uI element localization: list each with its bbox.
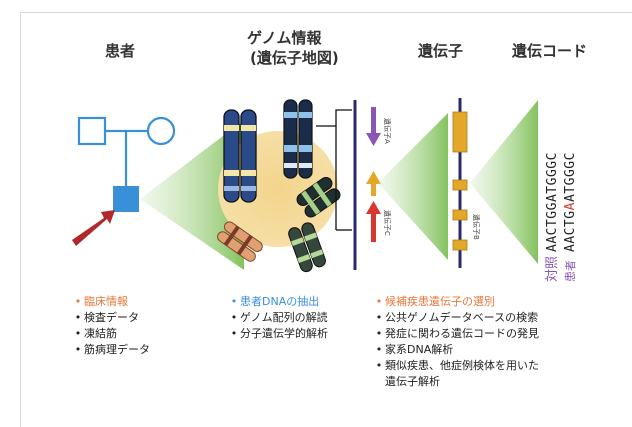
zoom-wedge-3 <box>470 100 538 264</box>
list-item: •筋病理データ <box>74 343 150 356</box>
gene-b-label: 遺伝子B <box>472 214 481 240</box>
exon-2 <box>452 179 468 191</box>
control-sequence: 対照 AACTGGATGGGC <box>545 152 560 282</box>
chromosome-2 <box>283 99 313 179</box>
zoom-wedge-1 <box>140 120 244 270</box>
chromosome-4 <box>217 221 263 262</box>
gene-structure <box>452 98 468 268</box>
mutation-base: A <box>563 202 578 210</box>
list-item: •発症に関わる遺伝コードの発見 <box>375 327 539 340</box>
svg-text:AACTGGATGGGC: AACTGGATGGGC <box>545 152 560 252</box>
list-item: •類似疾患、他症例検体を用いた <box>375 359 539 372</box>
pedigree-mother <box>146 116 176 146</box>
gene-a-arrow-icon <box>366 107 381 146</box>
patient-seq-before: AACTG <box>563 210 578 252</box>
gene-c-arrow-icon <box>366 201 381 242</box>
gene-a-label: 遺伝子A <box>383 118 392 144</box>
chromosome-3 <box>296 176 341 218</box>
pedigree-patient-filled <box>113 186 139 212</box>
header-code: 遺伝コード <box>512 42 588 60</box>
header-gene: 遺伝子 <box>418 42 464 60</box>
list-item-cont: 遺伝子解析 <box>385 375 440 388</box>
list-item: •患者DNAの抽出 <box>230 295 320 308</box>
exon-1 <box>452 111 468 153</box>
exon-3 <box>452 209 468 221</box>
list-item: •候補疾患遺伝子の選別 <box>375 295 495 308</box>
svg-text:AACTGAATGGGC: AACTGAATGGGC <box>563 152 578 252</box>
exon-4 <box>452 239 468 251</box>
svg-text:患者: 患者 <box>564 260 577 282</box>
list-item: •分子遺伝学的解析 <box>230 327 328 340</box>
patient-sequence: 患者 AACTGAATGGGC <box>563 152 578 282</box>
pedigree-father <box>77 116 107 146</box>
list-item: •凍結筋 <box>74 327 117 340</box>
pedigree-chart <box>77 116 176 212</box>
list-item: •臨床情報 <box>74 295 128 308</box>
chromosome-1 <box>223 109 257 203</box>
header-genome: ゲノム情報 <box>247 29 322 47</box>
patient-seq-after: ATGGGC <box>563 152 578 202</box>
list-item: •家系DNA解析 <box>375 343 454 356</box>
gene-orange-arrow-icon <box>366 171 381 196</box>
svg-text:対照: 対照 <box>545 256 560 282</box>
list-item: •公共ゲノムデータベースの検索 <box>375 311 539 324</box>
gene-c-label: 遺伝子C <box>383 210 392 236</box>
list-item: •検査データ <box>74 311 139 324</box>
header-patient: 患者 <box>105 42 136 60</box>
zoom-wedge-2 <box>378 113 448 260</box>
chromosome-5 <box>288 222 326 273</box>
proband-arrow-icon <box>72 210 115 246</box>
list-item: •ゲノム配列の解読 <box>230 311 328 324</box>
header-genome-sub: (遺伝子地図) <box>250 49 339 67</box>
